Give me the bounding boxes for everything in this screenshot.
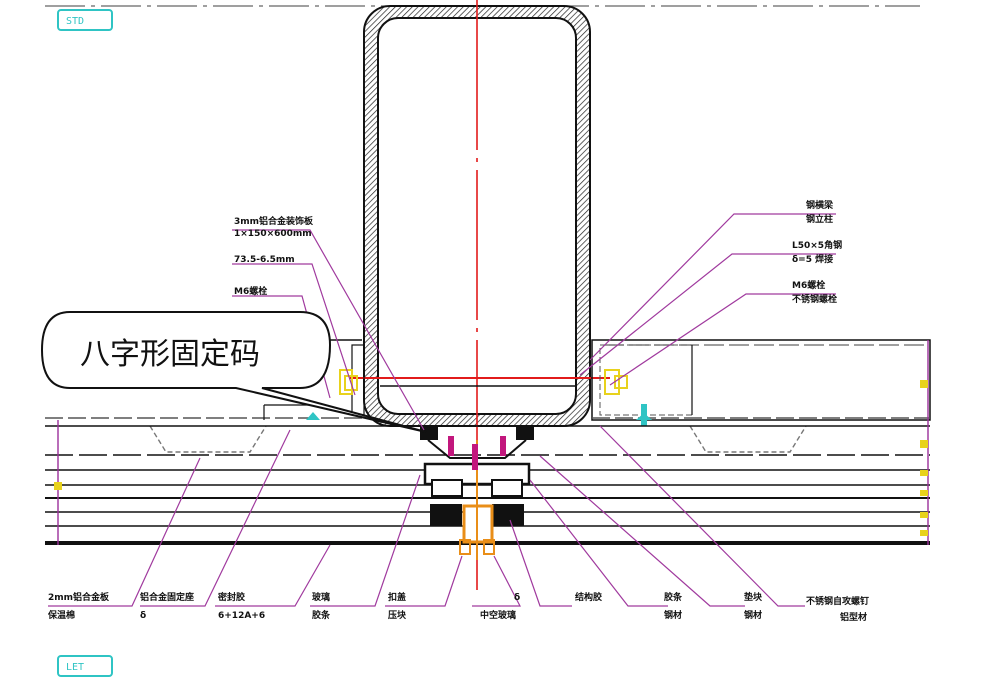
label-bottom-3-line2: 6+12A+6 bbox=[218, 611, 265, 621]
callout-bubble bbox=[40, 311, 427, 433]
label-bottom-7-line1: 结构胶 bbox=[575, 591, 602, 603]
label-bottom-10-line1: 不锈钢自攻螺钉 bbox=[806, 595, 869, 607]
label-bottom-8-line2: 钢材 bbox=[664, 609, 682, 621]
label-left-3: M6螺栓 bbox=[234, 285, 267, 297]
leader-lines bbox=[48, 213, 836, 607]
label-right-2-line1: L50×5角钢 bbox=[792, 239, 842, 251]
label-bottom-9-line1: 垫块 bbox=[744, 591, 763, 603]
label-bottom-4-line1: 玻璃 bbox=[312, 591, 330, 603]
label-bottom-10-line2: 铝型材 bbox=[840, 611, 867, 623]
tag-bottom: LET bbox=[57, 655, 113, 677]
tag-top: STD bbox=[57, 9, 113, 31]
label-bottom-8-line1: 胶条 bbox=[664, 591, 683, 603]
label-right-3-line2: 不锈钢螺栓 bbox=[792, 293, 837, 305]
cyan-fixing-markers bbox=[306, 404, 652, 426]
callout-text: 八字形固定码 bbox=[80, 337, 260, 372]
label-bottom-2-line1: 铝合金固定座 bbox=[140, 591, 194, 603]
right-panel bbox=[591, 339, 931, 453]
label-right-3-line1: M6螺栓 bbox=[792, 279, 825, 291]
label-bottom-6-line2: 中空玻璃 bbox=[480, 609, 516, 621]
label-left-1-line1: 3mm铝合金装饰板 bbox=[234, 215, 314, 227]
label-bottom-5-line2: 压块 bbox=[388, 609, 407, 621]
label-left-1-line2: 1×150×600mm bbox=[234, 229, 312, 239]
label-right-2-line2: δ=5 焊接 bbox=[792, 253, 833, 265]
label-bottom-3-line1: 密封胶 bbox=[217, 591, 245, 603]
label-right-1-line2: 钢立柱 bbox=[806, 213, 833, 225]
tag-bottom-text: LET bbox=[66, 662, 84, 673]
center-clamp-profile bbox=[420, 426, 534, 560]
label-right-1-line1: 钢横梁 bbox=[806, 199, 834, 211]
label-bottom-1-line2: 保温棉 bbox=[47, 609, 75, 621]
dimension-markers bbox=[54, 380, 928, 536]
label-bottom-5-line1: 扣盖 bbox=[388, 591, 406, 603]
tag-top-text: STD bbox=[66, 16, 84, 27]
label-bottom-1-line1: 2mm铝合金板 bbox=[48, 591, 110, 603]
label-bottom-6-line1: δ bbox=[514, 593, 520, 603]
bottom-labels: 2mm铝合金板 保温棉 铝合金固定座 δ 密封胶 6+12A+6 玻璃 胶条 扣… bbox=[47, 591, 869, 623]
label-left-2: 73.5-6.5mm bbox=[234, 255, 295, 265]
label-bottom-4-line2: 胶条 bbox=[312, 609, 331, 621]
label-bottom-9-line2: 钢材 bbox=[744, 609, 762, 621]
label-bottom-2-line2: δ bbox=[140, 611, 146, 621]
